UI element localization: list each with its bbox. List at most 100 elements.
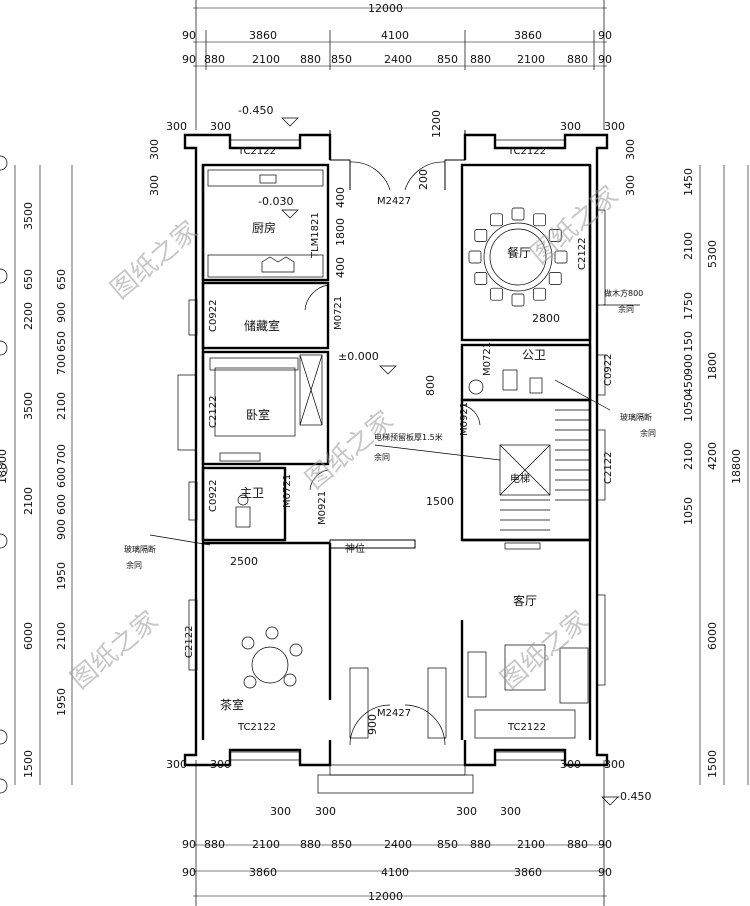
top-dimensions: 12000 90 3860 4100 3860 90 90 880 2100 8… — [182, 0, 612, 130]
dim-row2b-0: 90 — [182, 866, 196, 879]
dim-total-bottom: 12000 — [368, 890, 403, 903]
interior-walls — [201, 163, 592, 740]
dim-right-7: 900 — [682, 354, 695, 375]
tag-c-right1: C2122 — [577, 238, 588, 270]
dim-left-12: 900 — [55, 519, 68, 540]
dim-row3b-5: 2400 — [384, 838, 412, 851]
dim-misc-2: 300 — [560, 120, 581, 133]
dim-right-2: 2100 — [682, 232, 695, 260]
dim-left-8: 700 — [55, 444, 68, 465]
dim-row3b-3: 880 — [300, 838, 321, 851]
dim-left-0: 3500 — [22, 202, 35, 230]
room-tea: 茶室 — [220, 697, 244, 712]
stairs — [500, 409, 590, 531]
bottom-dimensions: 90 880 2100 880 850 2400 850 880 2100 88… — [182, 760, 612, 906]
dim-row3-6: 850 — [437, 53, 458, 66]
room-elevator: 电梯 — [510, 472, 530, 485]
note-glass-l2: 余同 — [126, 560, 142, 570]
dim-misc-10: 300 — [560, 758, 581, 771]
dim-misc-3: 300 — [604, 120, 625, 133]
dim-right-13: 6000 — [706, 622, 719, 650]
room-dining: 餐厅 — [507, 245, 531, 260]
dim-total-top: 12000 — [368, 2, 403, 15]
dim-misc-0: 300 — [166, 120, 187, 133]
dim-left-outer: 18800 — [0, 449, 9, 484]
dim-left-9: 600 — [55, 467, 68, 488]
dim-row2b-3: 3860 — [514, 866, 542, 879]
dining-chair — [490, 287, 503, 301]
dim-row3-10: 90 — [598, 53, 612, 66]
watermark-3: 图纸之家 — [300, 406, 399, 496]
watermark-2: 图纸之家 — [525, 181, 624, 271]
room-living: 客厅 — [513, 593, 537, 608]
dim-row3-4: 850 — [331, 53, 352, 66]
dim-misc-23: 800 — [424, 375, 437, 396]
tag-m-top: M2427 — [377, 196, 411, 207]
dim-misc-4: 300 — [148, 139, 161, 160]
dim-misc-5: 300 — [148, 175, 161, 196]
dim-misc-12: 300 — [270, 805, 291, 818]
dim-row3b-6: 850 — [437, 838, 458, 851]
dim-right-6: 1800 — [706, 352, 719, 380]
dim-row2-3: 3860 — [514, 29, 542, 42]
dining-chair — [554, 250, 568, 264]
note-beam: 做木方800 — [604, 288, 643, 298]
room-shrine: 神位 — [345, 542, 365, 555]
misc-dimensions: 300 300 300 300 300 300 300 300 300 300 … — [148, 110, 637, 818]
dim-left-2: 2200 — [22, 302, 35, 330]
level-3: ±0.000 — [338, 350, 379, 363]
dim-row2b-4: 90 — [598, 866, 612, 879]
dim-right-outer: 18800 — [730, 449, 743, 484]
annotations — [149, 117, 640, 806]
tag-m-bottom: M2427 — [377, 708, 411, 719]
dim-left-1: 650 — [22, 269, 35, 290]
level-2: -0.030 — [258, 195, 293, 208]
dim-row3-7: 880 — [470, 53, 491, 66]
left-dimensions: 18800 3500 650 650 2200 900 650 700 3500… — [0, 155, 73, 794]
dim-row3-0: 90 — [182, 53, 196, 66]
dim-misc-6: 300 — [624, 139, 637, 160]
dim-right-10: 2100 — [682, 442, 695, 470]
tag-tc-top-right: TC2122 — [507, 146, 546, 157]
dim-row3b-10: 90 — [598, 838, 612, 851]
dining-chairs — [468, 207, 568, 307]
dim-left-15: 2100 — [55, 622, 68, 650]
dim-misc-15: 300 — [500, 805, 521, 818]
note-stair: 电梯预留板厚1.5米 — [374, 432, 443, 442]
dim-right-9: 1050 — [682, 394, 695, 422]
dim-row2-0: 90 — [182, 29, 196, 42]
tag-tlm: TLM1821 — [310, 212, 321, 259]
dim-left-5: 700 — [55, 354, 68, 375]
dim-left-4: 650 — [55, 331, 68, 352]
dim-row2b-2: 4100 — [381, 866, 409, 879]
dim-row3b-2: 2100 — [252, 838, 280, 851]
dim-right-1: 5300 — [706, 240, 719, 268]
room-storage: 储藏室 — [244, 318, 280, 333]
tag-c-left3: C2122 — [208, 396, 219, 428]
opening-tags: TC2122 TC2122 TC2122 TC2122 M2427 M2427 … — [184, 146, 614, 733]
dim-left-16: 1950 — [55, 688, 68, 716]
dining-chair — [468, 250, 482, 264]
dining-chair — [511, 207, 525, 221]
dim-misc-25: 2500 — [230, 555, 258, 568]
dim-misc-27: 900 — [366, 714, 379, 735]
note-beam2: 余同 — [618, 304, 634, 314]
dining-chair — [533, 287, 546, 301]
levels: -0.450 -0.030 ±0.000 -0.450 — [238, 104, 651, 803]
dim-right-5: 150 — [682, 331, 695, 352]
dim-left-17: 1500 — [22, 750, 35, 778]
tag-m0721c: M0721 — [482, 342, 493, 376]
dim-row3b-4: 850 — [331, 838, 352, 851]
dim-misc-26: 2800 — [532, 312, 560, 325]
dim-right-0: 1450 — [682, 168, 695, 196]
dim-left-6: 3500 — [22, 392, 35, 420]
note-glass-r2: 余同 — [640, 428, 656, 438]
dining-chair — [511, 293, 525, 307]
dim-right-11: 4200 — [706, 442, 719, 470]
dim-right-12: 1050 — [682, 497, 695, 525]
dim-misc-22: 400 — [334, 257, 347, 278]
tag-c-right3: C2122 — [603, 452, 614, 484]
tag-c-left2: C0922 — [208, 480, 219, 512]
dim-misc-13: 300 — [315, 805, 336, 818]
note-glass-r: 玻璃隔断 — [620, 412, 652, 422]
